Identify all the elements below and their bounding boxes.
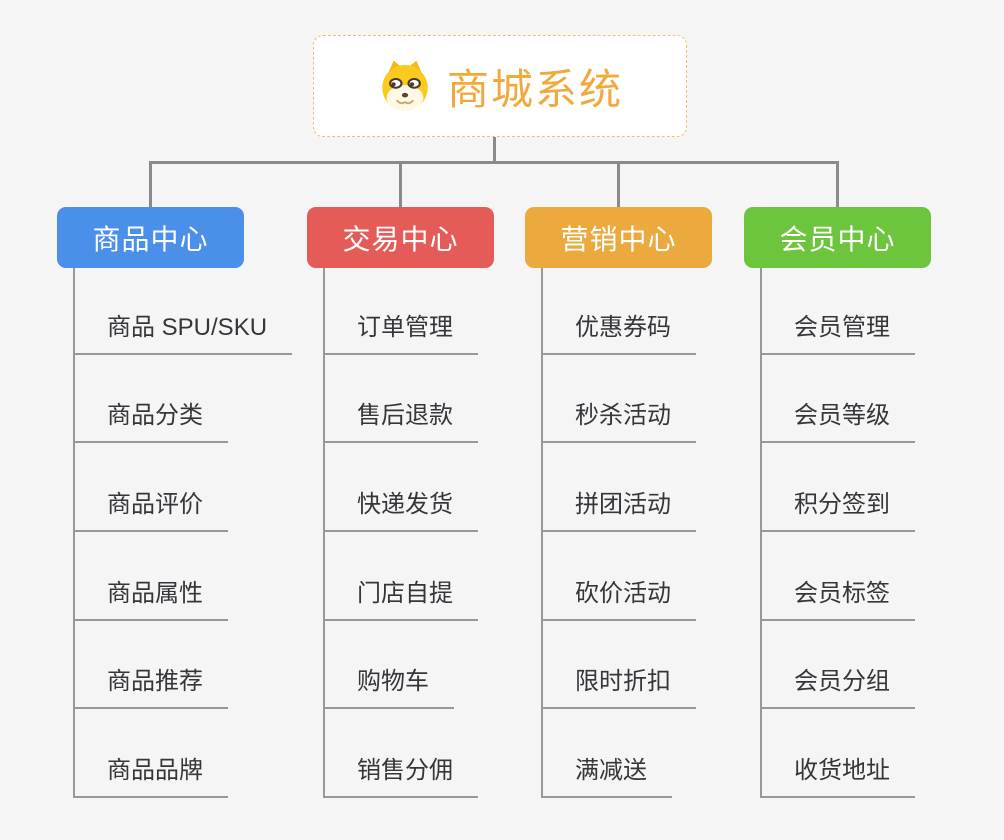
leaf-node-trade-center-5[interactable]: 购物车	[323, 665, 454, 710]
root-node[interactable]: 商城系统	[313, 35, 687, 137]
child-line-trade-center	[323, 268, 325, 798]
leaf-node-member-center-6[interactable]: 收货地址	[760, 754, 915, 798]
leaf-node-member-center-2[interactable]: 会员等级	[760, 399, 915, 444]
child-line-product-center	[73, 268, 75, 798]
connector-drop-marketing-center	[617, 161, 620, 207]
leaf-node-trade-center-4[interactable]: 门店自提	[323, 577, 478, 621]
leaf-node-product-center-3[interactable]: 商品评价	[73, 488, 228, 532]
branch-box-product-center[interactable]: 商品中心	[57, 207, 244, 268]
leaf-node-marketing-center-5[interactable]: 限时折扣	[541, 665, 696, 710]
dog-icon	[377, 58, 433, 114]
connector-root-drop	[492, 137, 496, 164]
leaf-node-marketing-center-1[interactable]: 优惠券码	[541, 311, 696, 355]
leaf-node-member-center-5[interactable]: 会员分组	[760, 665, 915, 710]
leaf-node-trade-center-6[interactable]: 销售分佣	[323, 754, 478, 798]
leaf-node-marketing-center-4[interactable]: 砍价活动	[541, 577, 696, 621]
leaf-node-member-center-3[interactable]: 积分签到	[760, 488, 915, 532]
leaf-node-product-center-1[interactable]: 商品 SPU/SKU	[73, 311, 293, 355]
child-line-marketing-center	[541, 268, 543, 798]
connector-rail	[149, 161, 839, 164]
connector-drop-product-center	[149, 161, 152, 207]
branch-box-marketing-center[interactable]: 营销中心	[525, 207, 712, 268]
leaf-node-trade-center-1[interactable]: 订单管理	[323, 311, 478, 355]
connector-drop-member-center	[836, 161, 839, 207]
leaf-node-marketing-center-2[interactable]: 秒杀活动	[541, 399, 696, 444]
branch-box-member-center[interactable]: 会员中心	[744, 207, 931, 268]
leaf-node-product-center-4[interactable]: 商品属性	[73, 577, 228, 621]
child-line-member-center	[760, 268, 762, 798]
leaf-node-product-center-6[interactable]: 商品品牌	[73, 754, 228, 798]
leaf-node-product-center-2[interactable]: 商品分类	[73, 399, 228, 444]
leaf-node-marketing-center-3[interactable]: 拼团活动	[541, 488, 696, 532]
leaf-node-product-center-5[interactable]: 商品推荐	[73, 665, 228, 710]
leaf-node-member-center-4[interactable]: 会员标签	[760, 577, 915, 621]
connector-drop-trade-center	[399, 161, 402, 207]
leaf-node-trade-center-3[interactable]: 快递发货	[323, 488, 478, 532]
branch-box-trade-center[interactable]: 交易中心	[307, 207, 494, 268]
leaf-node-trade-center-2[interactable]: 售后退款	[323, 399, 478, 444]
leaf-node-member-center-1[interactable]: 会员管理	[760, 311, 915, 355]
leaf-node-marketing-center-6[interactable]: 满减送	[541, 754, 672, 798]
root-title: 商城系统	[446, 65, 623, 113]
